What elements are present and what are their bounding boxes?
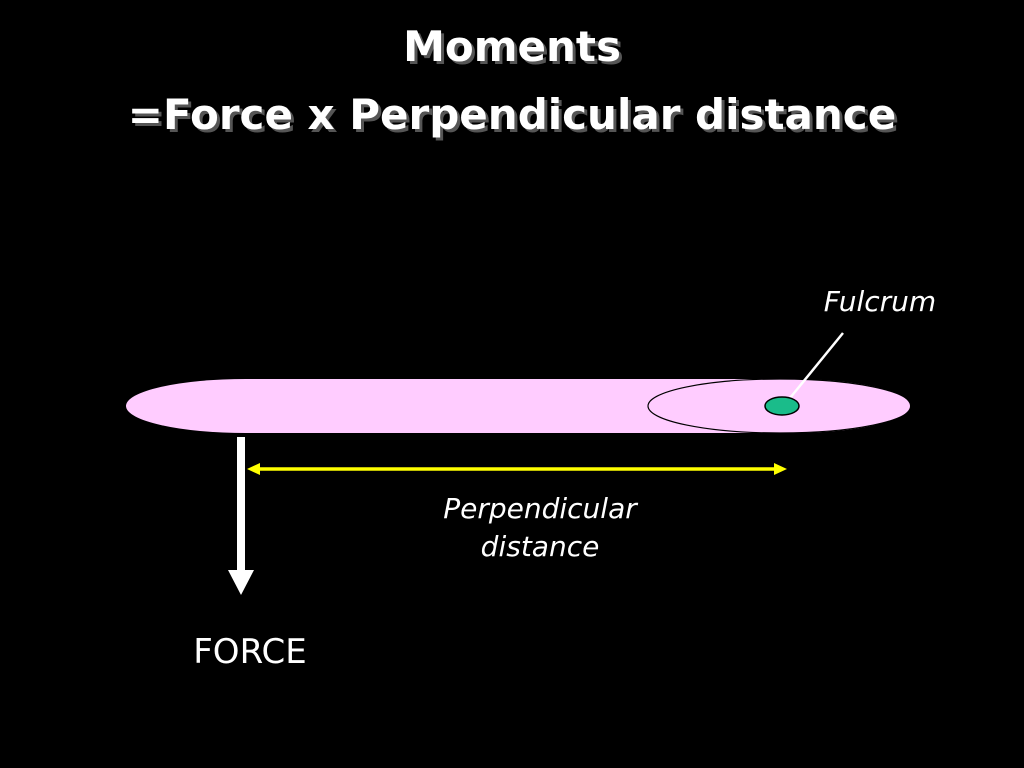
- fulcrum-outline: [647, 378, 913, 434]
- fulcrum-pointer-line: [789, 332, 844, 399]
- force-label: FORCE: [193, 632, 307, 672]
- fulcrum-pivot: [764, 396, 800, 416]
- title-line-1: Moments: [403, 22, 621, 71]
- distance-label-line-1: Perpendicular: [443, 492, 637, 525]
- perpendicular-distance-label: Perpendicular distance: [400, 490, 680, 566]
- distance-label-line-2: distance: [480, 530, 600, 563]
- fulcrum-label: Fulcrum: [823, 285, 937, 318]
- lever-bar: [126, 379, 910, 433]
- title-line-2: =Force x Perpendicular distance: [127, 90, 897, 139]
- distance-arrow: [247, 463, 787, 475]
- force-arrow: [228, 437, 254, 595]
